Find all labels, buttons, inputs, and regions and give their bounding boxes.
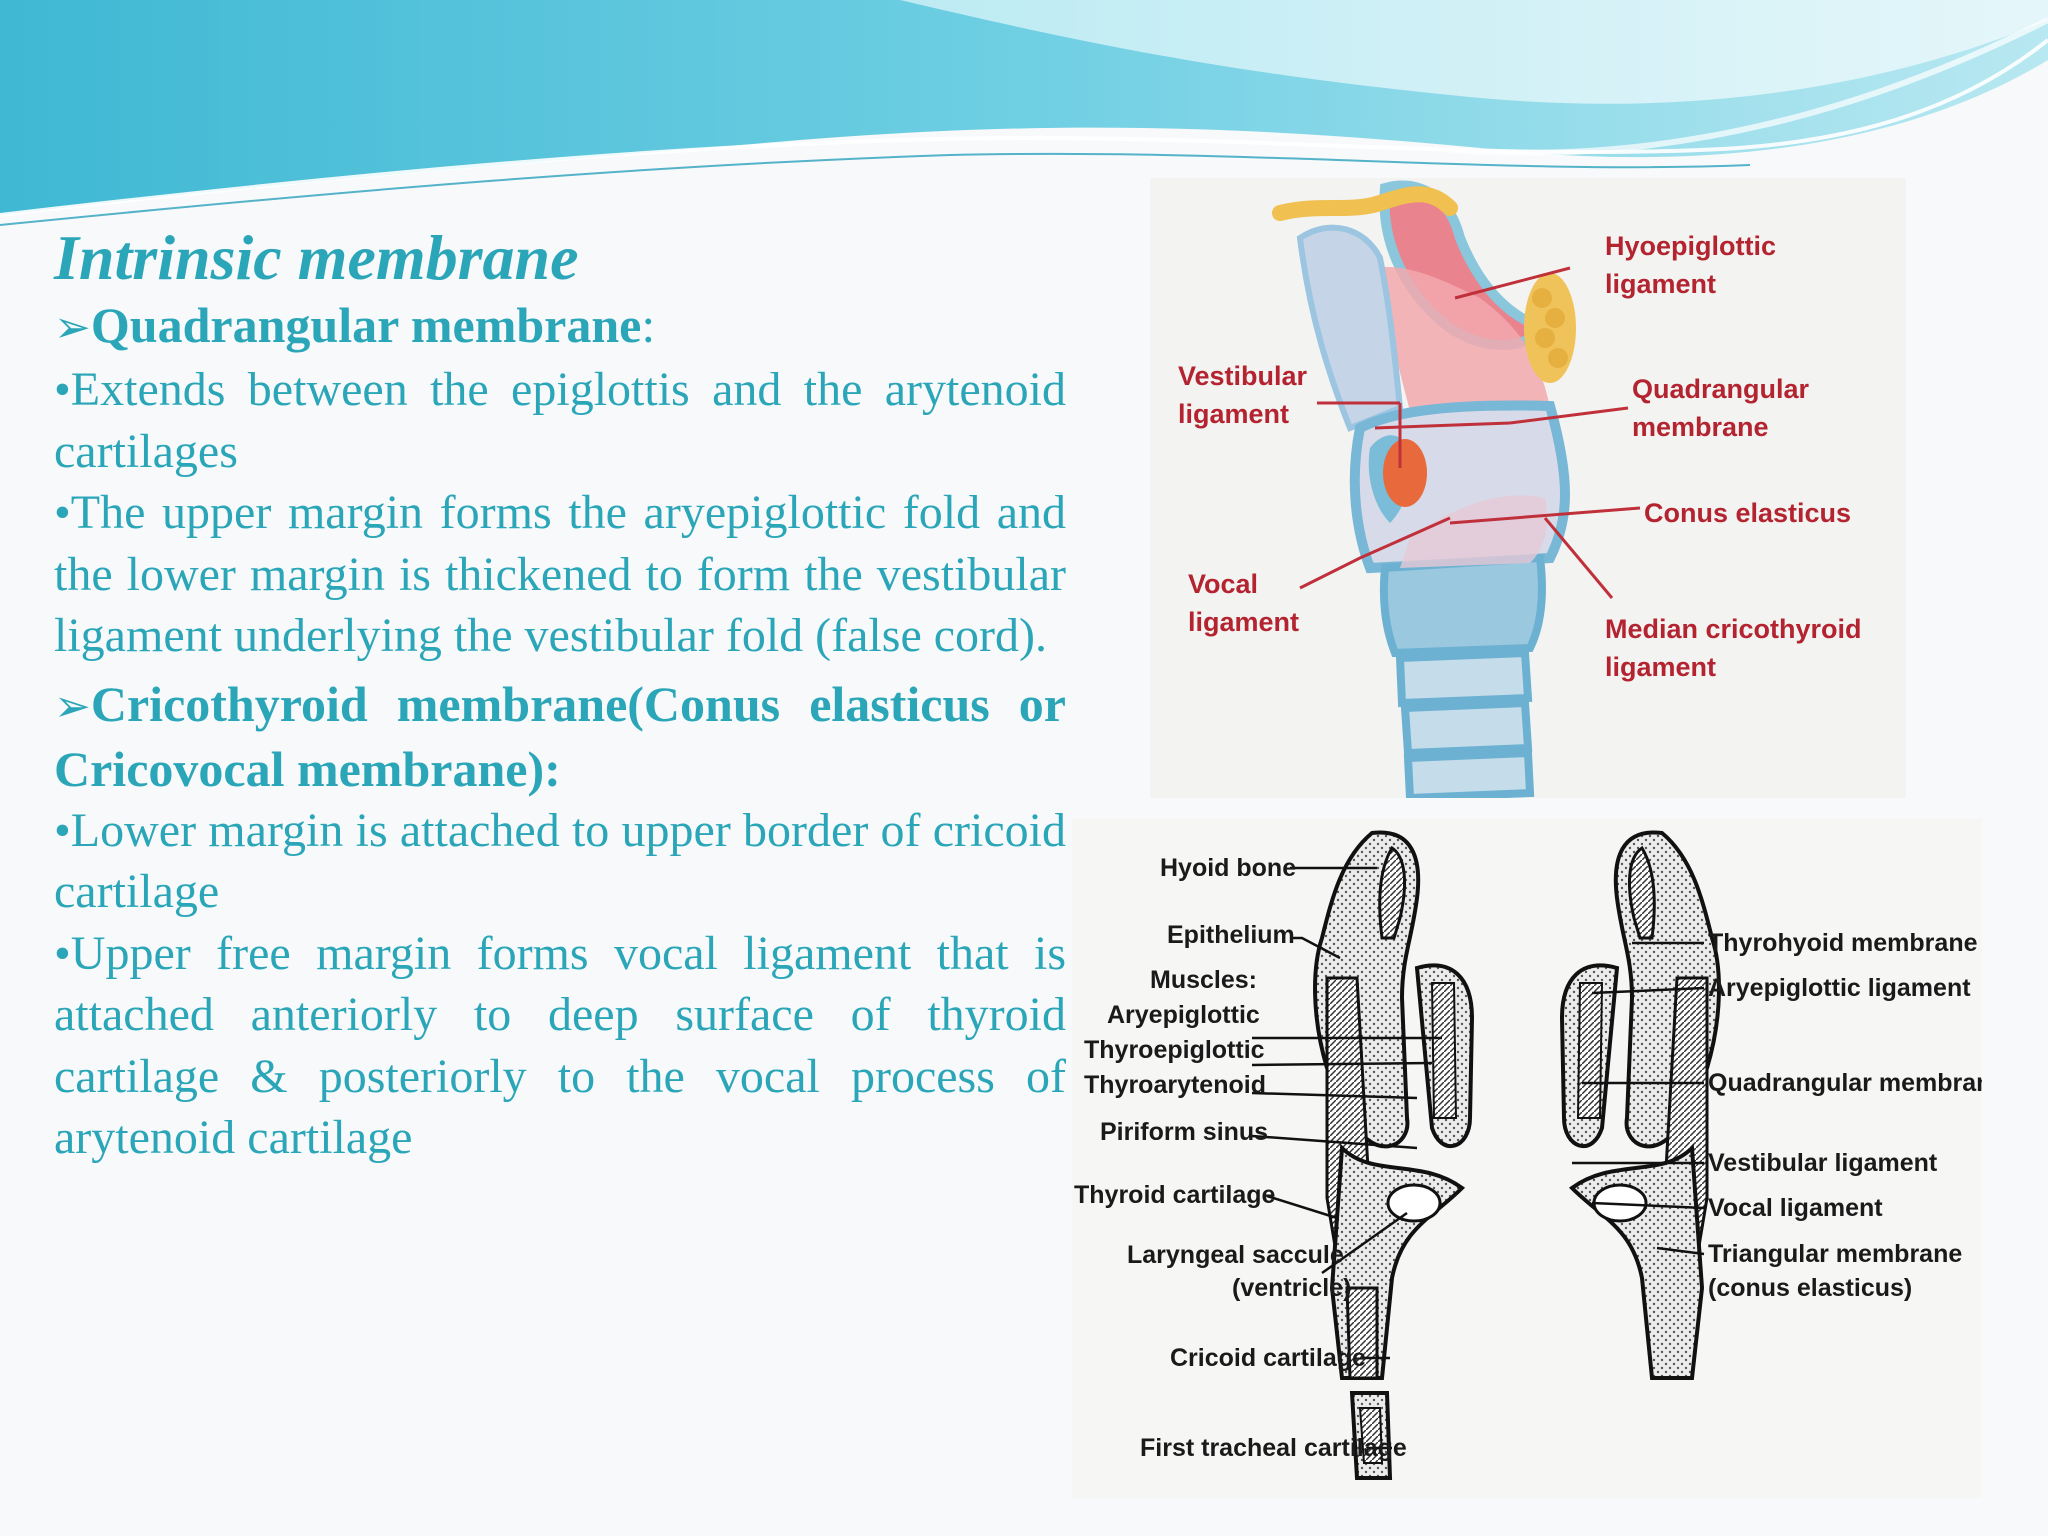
- larynx-membranes-illustration: Hyoepiglottic ligament Vestibular ligame…: [1150, 178, 1906, 798]
- label-laryngeal-saccule: Laryngeal saccule: [1127, 1241, 1344, 1269]
- label-conus-elasticus: Conus elasticus: [1644, 498, 1851, 528]
- label-vocal-ligament: Vocal: [1188, 569, 1258, 599]
- heading-text: Cricothyroid membrane(Conus elasticus or…: [54, 675, 1066, 797]
- label-quadrangular-membrane: Quadrangular membrane: [1708, 1069, 1982, 1097]
- heading-colon: :: [641, 297, 656, 353]
- bullet-quadrangular-margins: •The upper margin forms the aryepiglotti…: [54, 486, 1066, 662]
- label-thyroid-cartilage: Thyroid cartilage: [1074, 1181, 1276, 1209]
- bullet-upper-margin: •Upper free margin forms vocal ligament …: [54, 926, 1066, 1165]
- label-median-cricothyroid-ligament: Median cricothyroid: [1605, 614, 1862, 644]
- label-aryepiglottic-muscle: Aryepiglottic: [1107, 1001, 1260, 1029]
- bullet-lower-margin: •Lower margin is attached to upper borde…: [54, 803, 1066, 919]
- label-thyroarytenoid-muscle: Thyroarytenoid: [1084, 1071, 1266, 1099]
- label-thyrohyoid-membrane: Thyrohyoid membrane: [1708, 929, 1978, 957]
- heading-text: Quadrangular membrane: [90, 297, 642, 353]
- section-cricothyroid-heading: ➢Cricothyroid membrane(Conus elasticus o…: [54, 673, 1066, 800]
- label-vocal-ligament-2: ligament: [1188, 607, 1299, 637]
- label-quadrangular-membrane: Quadrangular: [1632, 374, 1810, 404]
- arrow-bullet-icon: ➢: [54, 680, 91, 732]
- label-vestibular-ligament-2: ligament: [1178, 399, 1289, 429]
- label-vocal-ligament: Vocal ligament: [1708, 1194, 1883, 1222]
- text-column: Intrinsic membrane ➢Quadrangular membran…: [54, 222, 1066, 1169]
- label-laryngeal-saccule-2: (ventricle): [1232, 1274, 1351, 1302]
- label-muscles: Muscles:: [1150, 966, 1257, 994]
- label-triangular-membrane-2: (conus elasticus): [1708, 1274, 1912, 1302]
- label-epithelium: Epithelium: [1167, 921, 1295, 949]
- label-aryepiglottic-ligament: Aryepiglottic ligament: [1708, 974, 1971, 1002]
- label-hyoid-bone: Hyoid bone: [1160, 854, 1296, 882]
- label-cricoid-cartilage: Cricoid cartilage: [1170, 1344, 1366, 1372]
- label-piriform-sinus: Piriform sinus: [1100, 1118, 1268, 1146]
- label-quadrangular-membrane-2: membrane: [1632, 412, 1769, 442]
- header-wave-decoration: [0, 0, 2048, 226]
- label-hyoepiglottic-ligament: Hyoepiglottic: [1605, 231, 1776, 261]
- label-median-cricothyroid-ligament-2: ligament: [1605, 652, 1716, 682]
- bullet-quadrangular-extent: •Extends between the epiglottis and the …: [54, 363, 1066, 478]
- arrow-bullet-icon: ➢: [54, 302, 91, 353]
- label-hyoepiglottic-ligament-2: ligament: [1605, 269, 1716, 299]
- label-vestibular-ligament: Vestibular ligament: [1708, 1149, 1938, 1177]
- label-vestibular-ligament: Vestibular: [1178, 361, 1308, 391]
- section-quadrangular-heading: ➢Quadrangular membrane:: [54, 294, 1066, 359]
- label-triangular-membrane: Triangular membrane: [1708, 1240, 1962, 1268]
- label-first-tracheal-cartilage: First tracheal cartilage: [1140, 1434, 1407, 1462]
- slide-title: Intrinsic membrane: [54, 222, 579, 293]
- label-thyroepiglottic-muscle: Thyroepiglottic: [1084, 1036, 1265, 1064]
- larynx-coronal-section-diagram: Hyoid bone Epithelium Muscles: Aryepiglo…: [1072, 818, 1982, 1498]
